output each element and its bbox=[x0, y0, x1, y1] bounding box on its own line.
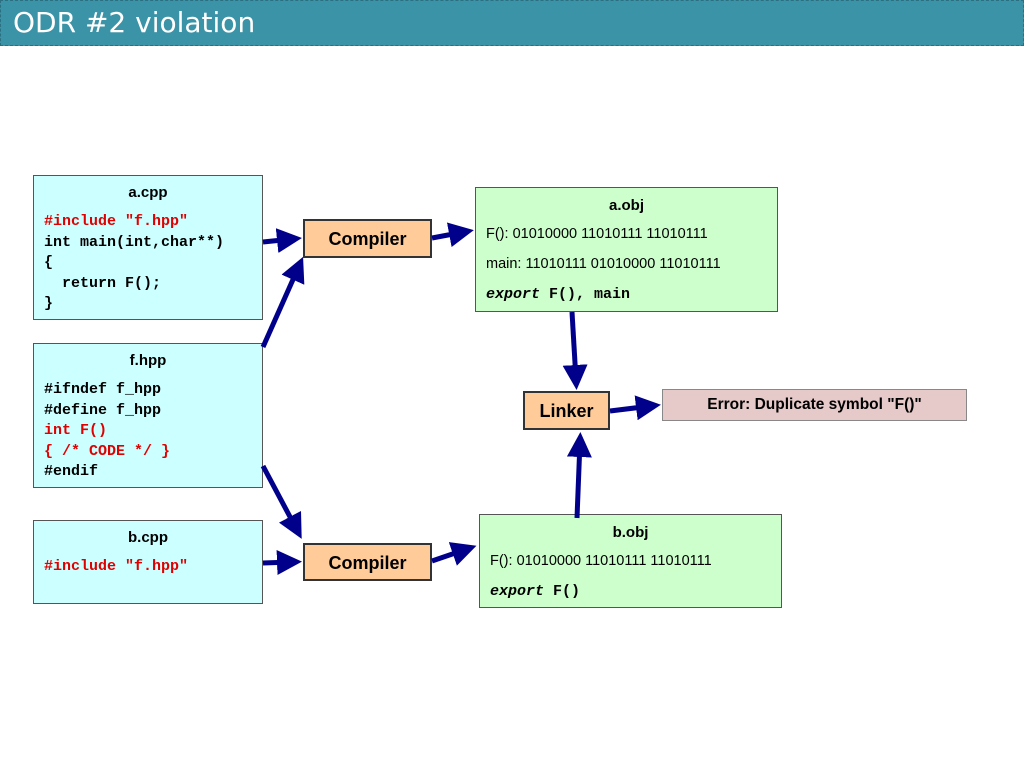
b-cpp-code: #include "f.hpp" bbox=[44, 557, 188, 578]
a-cpp-line-close-brace: } bbox=[44, 295, 54, 312]
a-obj-main-line: main: 11010111 01010000 11010111 bbox=[486, 256, 721, 272]
error-label: Error: Duplicate symbol "F()" bbox=[707, 396, 922, 413]
a-obj-export-symbols: F(), main bbox=[549, 286, 631, 303]
linker-label: Linker bbox=[539, 401, 594, 421]
f-hpp-line-define: #define f_hpp bbox=[44, 401, 162, 419]
a-cpp-line-include: #include "f.hpp" bbox=[44, 213, 189, 230]
b-obj-export-symbols: F() bbox=[553, 583, 581, 600]
linker-box: Linker bbox=[523, 391, 610, 430]
slide-title: ODR #2 violation bbox=[13, 6, 256, 39]
a-cpp-box: a.cpp #include "f.hpp" int main(int,char… bbox=[33, 175, 263, 320]
f-hpp-box: f.hpp #ifndef f_hpp #define f_hpp int F(… bbox=[33, 343, 263, 488]
b-obj-export-keyword: export bbox=[490, 583, 545, 600]
arrow-f-hpp-to-compiler-top bbox=[260, 256, 305, 349]
b-obj-export-line: export F() bbox=[490, 583, 580, 600]
b-obj-f-line: F(): 01010000 11010111 11010111 bbox=[490, 553, 712, 569]
a-obj-export-keyword: export bbox=[486, 286, 541, 303]
compiler-top-label: Compiler bbox=[328, 229, 407, 249]
arrow-f-hpp-to-compiler-bottom bbox=[260, 464, 302, 539]
arrow-linker-to-error bbox=[609, 395, 661, 421]
compiler-bottom-label: Compiler bbox=[328, 553, 407, 573]
a-cpp-line-main: int main(int,char**) bbox=[44, 233, 225, 251]
f-hpp-line-func-body: { /* CODE */ } bbox=[44, 442, 171, 460]
a-cpp-line-open-brace: { bbox=[44, 254, 54, 271]
a-obj-title: a.obj bbox=[608, 197, 644, 214]
compiler-top-box: Compiler bbox=[303, 219, 432, 258]
f-hpp-code: #ifndef f_hpp #define f_hpp int F() { /*… bbox=[44, 380, 170, 483]
f-hpp-line-func-decl: int F() bbox=[44, 422, 108, 439]
a-obj-box: a.obj F(): 01010000 11010111 11010111 ma… bbox=[475, 187, 778, 312]
a-cpp-title: a.cpp bbox=[128, 184, 168, 201]
b-cpp-line-include: #include "f.hpp" bbox=[44, 558, 189, 575]
f-hpp-title: f.hpp bbox=[129, 352, 167, 369]
arrow-a-cpp-to-compiler bbox=[262, 228, 302, 253]
a-obj-export-line: export F(), main bbox=[486, 286, 630, 303]
b-obj-box: b.obj F(): 01010000 11010111 11010111 ex… bbox=[479, 514, 782, 608]
arrow-a-obj-to-linker bbox=[562, 311, 588, 390]
b-cpp-box: b.cpp #include "f.hpp" bbox=[33, 520, 263, 604]
arrow-b-cpp-to-compiler bbox=[262, 550, 302, 576]
slide-header: ODR #2 violation bbox=[0, 0, 1024, 46]
a-cpp-code: #include "f.hpp" int main(int,char**) { … bbox=[44, 212, 224, 315]
arrow-compiler-to-a-obj bbox=[431, 222, 474, 248]
f-hpp-line-ifndef: #ifndef f_hpp bbox=[44, 381, 162, 398]
b-obj-title: b.obj bbox=[612, 524, 649, 541]
compiler-bottom-box: Compiler bbox=[303, 543, 432, 581]
arrow-compiler-to-b-obj bbox=[431, 542, 477, 566]
a-cpp-line-return: return F(); bbox=[44, 274, 162, 292]
a-obj-f-line: F(): 01010000 11010111 11010111 bbox=[486, 226, 708, 242]
f-hpp-line-endif: #endif bbox=[44, 463, 99, 480]
b-cpp-title: b.cpp bbox=[128, 529, 168, 546]
arrow-b-obj-to-linker bbox=[566, 432, 592, 519]
error-box: Error: Duplicate symbol "F()" bbox=[662, 389, 967, 421]
